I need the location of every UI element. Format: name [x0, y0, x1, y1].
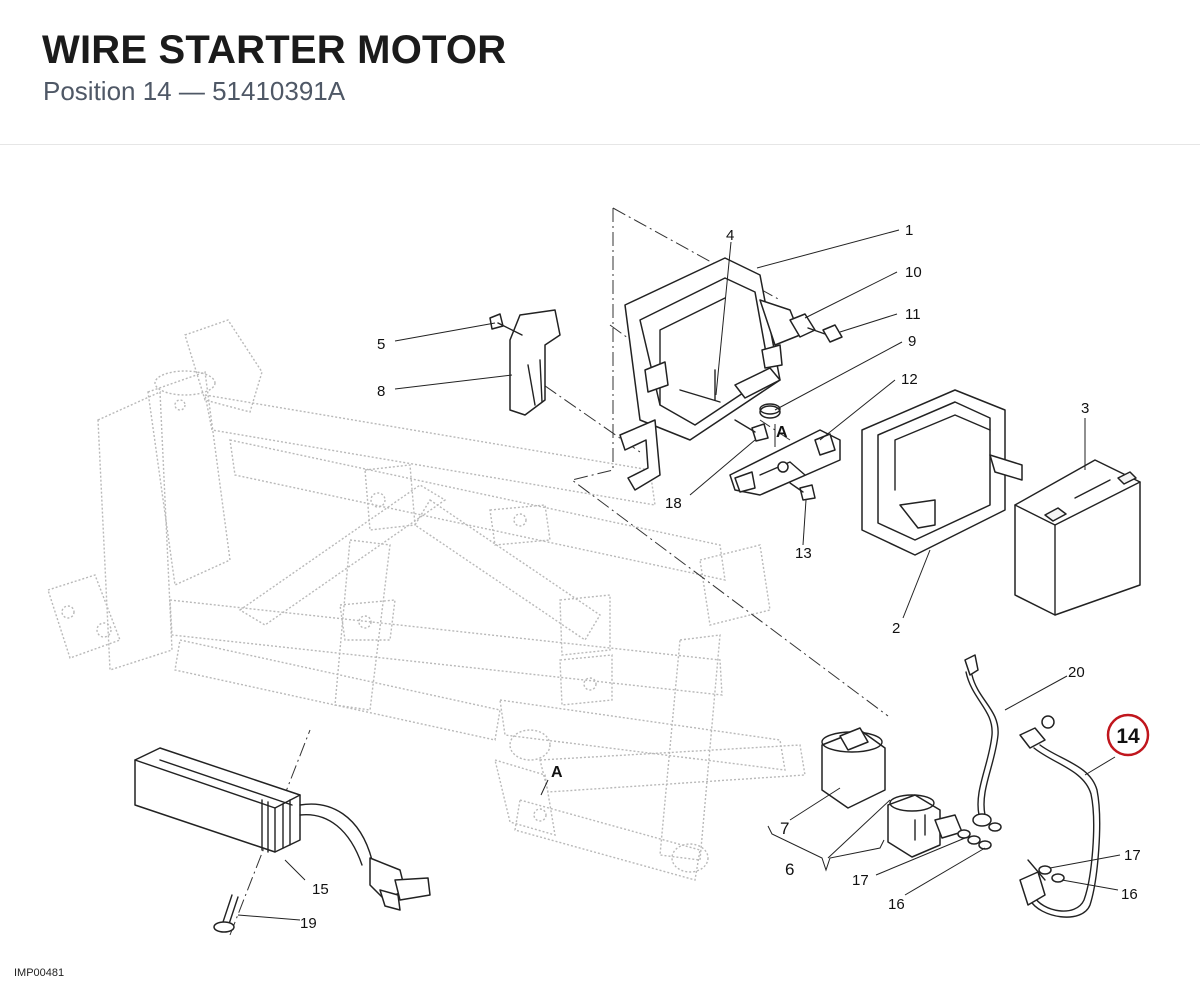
motorcycle-frame: [47, 319, 806, 881]
callout-4: 4: [726, 227, 734, 244]
reference-mark-a-top: A: [776, 424, 788, 441]
callout-2: 2: [892, 620, 900, 637]
callout-18: 18: [665, 495, 682, 512]
callout-17-right: 17: [1124, 847, 1141, 864]
part-18-screw: [734, 419, 769, 442]
part-2-battery-box: [861, 389, 1023, 556]
exploded-parts-diagram: 1 4 10 11 9 12 3 5 8 18 13 2 20 15 19 7 …: [47, 207, 1150, 936]
callout-12: 12: [901, 371, 918, 388]
highlight-label: 14: [1116, 725, 1140, 748]
callout-3: 3: [1081, 400, 1089, 417]
callout-16-right: 16: [1121, 886, 1138, 903]
highlighted-callout-14[interactable]: 14: [1106, 713, 1150, 757]
page-subtitle: Position 14 — 51410391A: [43, 76, 346, 106]
callout-16-left: 16: [888, 896, 905, 913]
part-17-washer-left: [957, 829, 981, 845]
callout-5: 5: [377, 336, 385, 353]
callout-20: 20: [1068, 664, 1085, 681]
callout-9: 9: [908, 333, 916, 350]
part-7-rubber-cover: [821, 727, 886, 809]
callout-10: 10: [905, 264, 922, 281]
callout-13: 13: [795, 545, 812, 562]
callout-7: 7: [780, 819, 789, 838]
reference-mark-a-bottom: A: [551, 764, 563, 781]
part-5-screw: [489, 313, 523, 336]
callout-6: 6: [785, 860, 794, 879]
callout-17-left: 17: [852, 872, 869, 889]
part-11-screw: [807, 324, 843, 343]
part-20-wire: [964, 654, 999, 827]
part-17-washer-right: [1038, 865, 1052, 875]
part-16-nut-left: [978, 822, 1002, 850]
part-12-relay-holder: [729, 429, 841, 496]
callout-19: 19: [300, 915, 317, 932]
callout-labels: 1 4 10 11 9 12 3 5 8 18 13 2 20 15 19 7 …: [300, 222, 1141, 932]
page-title: WIRE STARTER MOTOR: [42, 28, 507, 72]
callout-8: 8: [377, 383, 385, 400]
part-16-nut-right: [1051, 873, 1065, 883]
part-14-starter-motor-wire: [1019, 715, 1101, 918]
callout-15: 15: [312, 881, 329, 898]
callout-11: 11: [905, 306, 921, 323]
leader-lines: [237, 229, 1121, 921]
part-15-voltage-regulator: [134, 747, 431, 911]
part-19-screw: [213, 894, 239, 933]
part-1-fuse-box-holder: [619, 257, 801, 491]
image-code: IMP00481: [14, 967, 65, 979]
part-8-bracket: [509, 309, 561, 416]
part-3-battery: [1014, 459, 1141, 616]
part-9-grommet: [759, 403, 781, 419]
part-6-starter-relay: [887, 794, 963, 858]
part-13-screw: [789, 482, 816, 501]
highlight-ring: [1106, 713, 1150, 757]
page-header: WIRE STARTER MOTOR Position 14 — 5141039…: [0, 0, 1200, 145]
callout-1: 1: [905, 222, 913, 239]
